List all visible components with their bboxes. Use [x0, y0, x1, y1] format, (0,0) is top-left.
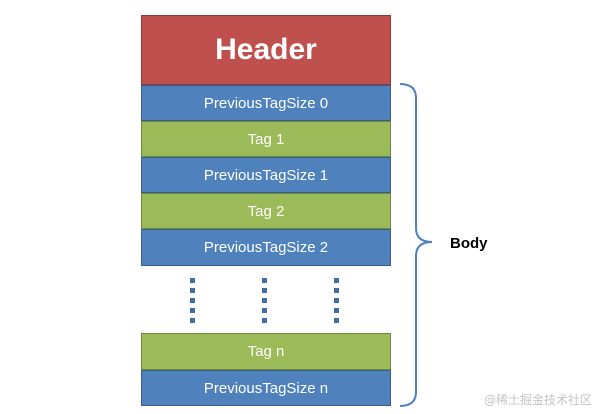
watermark: @稀土掘金技术社区 — [483, 393, 592, 407]
ellipsis-dots-left — [190, 278, 195, 324]
header-block: Header — [141, 15, 391, 85]
previous-tag-size-1-label: PreviousTagSize 1 — [203, 166, 329, 184]
previous-tag-size-0-label: PreviousTagSize 0 — [203, 94, 329, 112]
ellipsis-dots-center — [262, 278, 267, 324]
tag-n-label: Tag n — [247, 343, 285, 360]
header-label: Header — [215, 33, 317, 66]
tag-2-label: Tag 2 — [247, 202, 285, 220]
tag-1-block: Tag 1 — [141, 121, 391, 157]
tag-2-block: Tag 2 — [141, 193, 391, 229]
previous-tag-size-0-block: PreviousTagSize 0 — [141, 85, 391, 121]
tag-1-label: Tag 1 — [247, 130, 285, 148]
body-brace-icon — [399, 83, 433, 407]
previous-tag-size-n-label: PreviousTagSize n — [203, 379, 329, 397]
previous-tag-size-n-block: PreviousTagSize n — [141, 370, 391, 406]
previous-tag-size-1-block: PreviousTagSize 1 — [141, 157, 391, 193]
body-label: Body — [450, 235, 488, 252]
previous-tag-size-2-label: PreviousTagSize 2 — [203, 239, 329, 256]
tag-n-block: Tag n — [141, 333, 391, 370]
previous-tag-size-2-block: PreviousTagSize 2 — [141, 229, 391, 266]
ellipsis-dots-right — [334, 278, 339, 324]
